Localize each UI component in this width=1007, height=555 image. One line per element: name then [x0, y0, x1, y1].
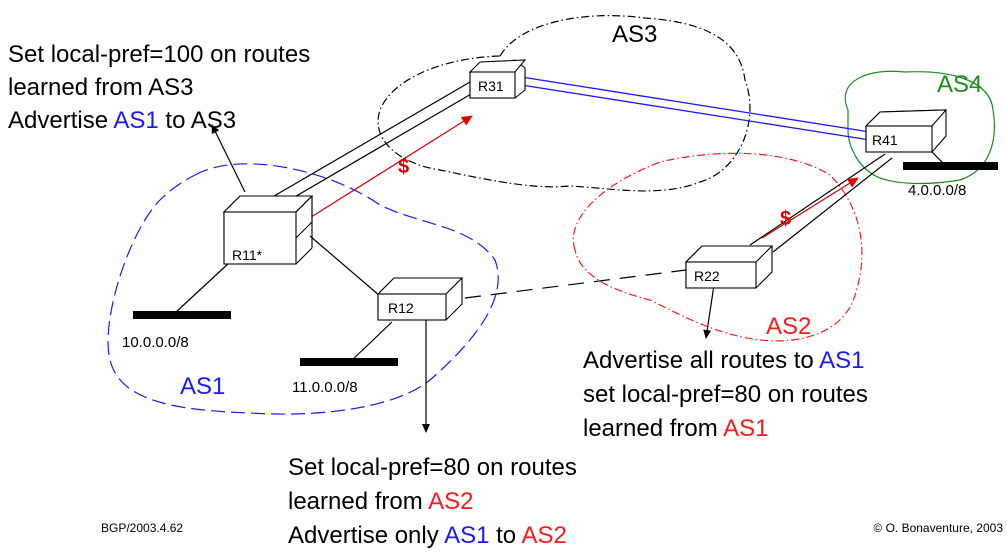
note-r12-line3-as2: AS2	[522, 522, 567, 549]
svg-text:Set local-pref=100 on routes: Set local-pref=100 on routes	[8, 41, 310, 68]
router-r12-label: R12	[388, 300, 414, 316]
as1-boundary	[107, 163, 499, 415]
router-r22-label: R22	[694, 268, 720, 284]
router-r12[interactable]: R12	[376, 277, 464, 321]
note-r22-line3-pre: learned from	[583, 415, 723, 442]
link-r12-r22	[464, 269, 687, 299]
note-r22-line1-as: AS1	[819, 347, 864, 374]
link-r31-r41-1	[514, 75, 871, 133]
money-symbol-as1: $	[398, 156, 409, 178]
prefix-bar-4	[903, 162, 998, 170]
prefix-label-10: 10.0.0.0/8	[122, 334, 189, 351]
note-r11-line2: learned from AS3	[8, 74, 193, 101]
footer-slide-id: BGP/2003.4.62	[101, 521, 183, 535]
link-r22-r41-b	[772, 157, 893, 253]
svg-text:learned from AS2: learned from AS2	[288, 488, 473, 515]
footer-copyright: © O. Bonaventure, 2003	[873, 521, 1003, 535]
link-r22-r41	[749, 153, 886, 246]
router-r31[interactable]: R31	[468, 59, 527, 99]
as4-label: AS4	[937, 71, 982, 98]
prefix-bar-10	[133, 311, 231, 319]
link-r11-r31-b	[261, 89, 479, 217]
link-r11-prefix10	[174, 261, 231, 314]
as1-label: AS1	[180, 373, 225, 400]
note-r12-line2-as: AS2	[428, 488, 473, 515]
note-r11-line3-pre: Advertise	[8, 107, 113, 134]
traffic-arrow-as1-as3	[299, 115, 473, 225]
note-r12-line3-mid: to	[489, 522, 521, 549]
prefix-bar-11	[300, 358, 398, 366]
as4-boundary	[844, 70, 995, 185]
as2-boundary	[572, 152, 863, 342]
note-r12: Set local-pref=80 on routes learned from…	[288, 454, 577, 549]
svg-text:Advertise AS1 to AS3: Advertise AS1 to AS3	[8, 107, 236, 134]
svg-text:set local-pref=80 on routes: set local-pref=80 on routes	[583, 381, 868, 408]
router-r41-label: R41	[872, 132, 898, 148]
prefix-label-11: 11.0.0.0/8	[292, 379, 358, 396]
note-arrow-r11	[211, 124, 246, 193]
note-r12-line2-pre: learned from	[288, 488, 428, 515]
link-r12-prefix11	[349, 321, 393, 363]
prefix-label-4: 4.0.0.0/8	[908, 182, 966, 199]
note-r12-line3-pre: Advertise only	[288, 522, 444, 549]
svg-text:learned from AS1: learned from AS1	[583, 415, 768, 442]
router-r11-label: R11*	[232, 247, 263, 263]
svg-text:Advertise only AS1 to AS2: Advertise only AS1 to AS2	[288, 522, 567, 549]
note-r22-line1-pre: Advertise all routes to	[583, 347, 819, 374]
note-r12-line3-as1: AS1	[444, 522, 489, 549]
note-r12-line1: Set local-pref=80 on routes	[288, 454, 577, 481]
router-r31-label: R31	[478, 78, 504, 94]
link-r31-r41-2	[514, 83, 871, 141]
as3-boundary	[377, 15, 751, 192]
note-arrow-r22	[703, 284, 715, 339]
note-r22-line3-as: AS1	[723, 415, 768, 442]
as3-label: AS3	[612, 21, 657, 48]
svg-text:Set local-pref=80 on routes: Set local-pref=80 on routes	[288, 454, 577, 481]
note-r11-line1: Set local-pref=100 on routes	[8, 41, 310, 68]
router-r22[interactable]: R22	[684, 245, 774, 289]
link-r11-r31	[249, 81, 471, 211]
traffic-arrow-as2-as4	[761, 177, 859, 239]
note-r11-line3-post: to AS3	[159, 107, 236, 134]
note-r11: Set local-pref=100 on routes learned fro…	[8, 41, 310, 134]
svg-text:Advertise all routes to AS1: Advertise all routes to AS1	[583, 347, 865, 374]
router-r11[interactable]: R11*	[222, 195, 314, 265]
money-symbol-as2: $	[780, 208, 791, 230]
router-r41[interactable]: R41	[864, 109, 948, 153]
svg-text:learned from AS3: learned from AS3	[8, 74, 193, 101]
link-r11-r12	[309, 235, 381, 297]
note-r11-line3-as: AS1	[113, 107, 158, 134]
note-r22-line2: set local-pref=80 on routes	[583, 381, 868, 408]
as2-label: AS2	[766, 313, 811, 340]
note-r22: Advertise all routes to AS1 set local-pr…	[583, 347, 868, 442]
